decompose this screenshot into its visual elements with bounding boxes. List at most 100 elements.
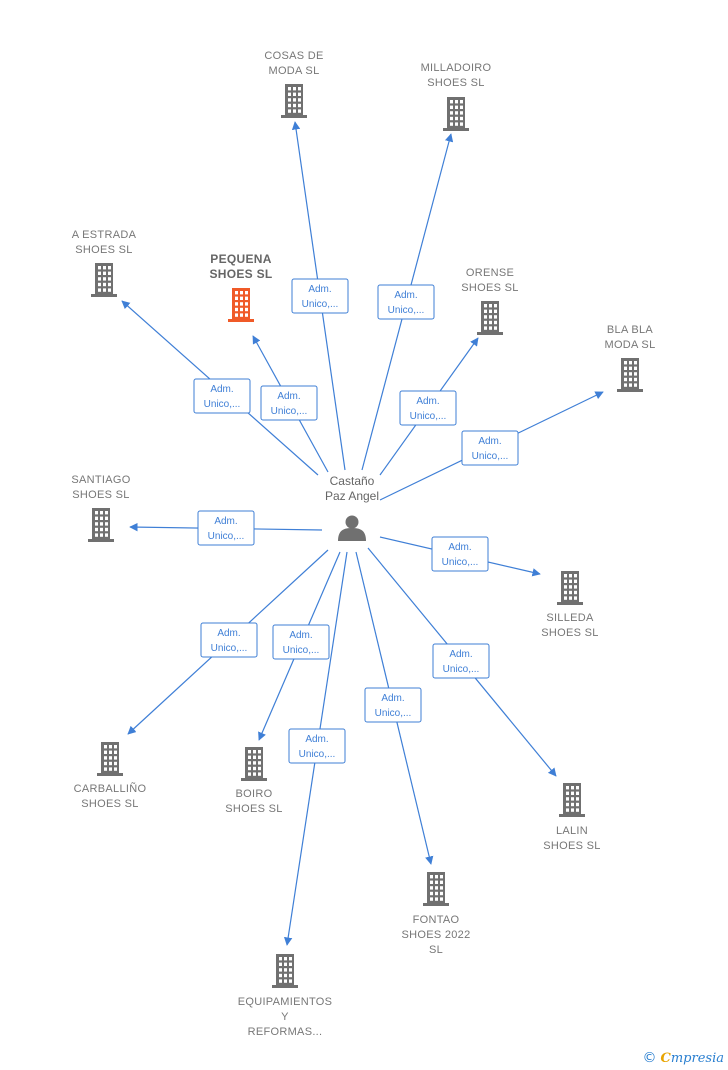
company-label-line: SHOES SL bbox=[541, 627, 598, 639]
company-label-line: SHOES SL bbox=[75, 244, 132, 256]
company-label-line: ORENSE bbox=[466, 267, 514, 279]
edge-label-milladoiro-shoes[interactable]: Adm. Unico,... bbox=[377, 284, 435, 320]
person-icon bbox=[338, 515, 366, 541]
edge-label-line: Unico,... bbox=[283, 645, 320, 656]
building-icon bbox=[557, 571, 583, 605]
center-node[interactable]: Castaño Paz Angel bbox=[325, 474, 379, 541]
edge-label-line: Unico,... bbox=[299, 749, 336, 760]
building-icon bbox=[559, 783, 585, 817]
company-node-cosas-de-moda[interactable]: COSAS DE MODA SL bbox=[264, 50, 323, 118]
company-node-silleda-shoes[interactable]: SILLEDA SHOES SL bbox=[541, 571, 598, 639]
edge-label-line: Unico,... bbox=[271, 406, 308, 417]
building-icon bbox=[88, 508, 114, 542]
edge-label-line: Adm. bbox=[305, 734, 328, 745]
edge-label-line: Adm. bbox=[289, 630, 312, 641]
building-icon bbox=[443, 97, 469, 131]
company-label-line: SHOES SL bbox=[72, 489, 129, 501]
edges-layer: Adm. Unico,... Adm. Unico,... Adm. Unico,... A… bbox=[121, 121, 604, 946]
company-node-equipamientos-reformas[interactable]: EQUIPAMIENTOS Y REFORMAS... bbox=[238, 954, 333, 1038]
company-label-line: SL bbox=[429, 944, 443, 956]
edge-label-line: Unico,... bbox=[211, 643, 248, 654]
copyright-symbol: © bbox=[642, 1050, 657, 1066]
edge-label-pequena-shoes[interactable]: Adm. Unico,... bbox=[260, 385, 318, 421]
edge-label-cosas-de-moda[interactable]: Adm.Unico,... bbox=[291, 278, 349, 314]
building-icon bbox=[477, 301, 503, 335]
company-label-line: COSAS DE bbox=[264, 50, 323, 62]
company-node-bla-bla-moda[interactable]: BLA BLA MODA SL bbox=[604, 324, 655, 392]
company-label-line: MILLADOIRO bbox=[421, 62, 492, 74]
company-label-line: SHOES SL bbox=[209, 267, 272, 281]
edge-label-fontao-shoes-2022[interactable]: Adm. Unico,... bbox=[364, 687, 422, 723]
edge-label-line: Unico,... bbox=[472, 451, 509, 462]
edge-label-line: Unico,... bbox=[208, 531, 245, 542]
edge-label-line: Adm. bbox=[277, 391, 300, 402]
edge-label-santiago-shoes[interactable]: Adm. Unico,... bbox=[197, 510, 255, 546]
company-label-line: FONTAO bbox=[413, 914, 460, 926]
company-label-line: SHOES SL bbox=[225, 803, 282, 815]
edge-label-line: Unico,... bbox=[302, 299, 339, 310]
edge-label-line: Adm. bbox=[217, 628, 240, 639]
edge-label-line: Adm. bbox=[449, 649, 472, 660]
brand-initial: C bbox=[660, 1050, 671, 1066]
edge-label-bla-bla-moda[interactable]: Adm. Unico,... bbox=[461, 430, 519, 466]
building-icon bbox=[423, 872, 449, 906]
edge-label-boiro-shoes[interactable]: Adm. Unico,... bbox=[272, 624, 330, 660]
edge-label-silleda-shoes[interactable]: Adm. Unico,... bbox=[431, 536, 489, 572]
edge-label-equipamientos-reformas[interactable]: Adm. Unico,... bbox=[288, 728, 346, 764]
edge-label-line: Unico,... bbox=[442, 557, 479, 568]
edge-label-line: Unico,... bbox=[410, 411, 447, 422]
company-label-line: BLA BLA bbox=[607, 324, 653, 336]
company-node-boiro-shoes[interactable]: BOIRO SHOES SL bbox=[225, 747, 282, 815]
company-label-line: REFORMAS... bbox=[248, 1026, 323, 1038]
edge-label-line: Unico,... bbox=[443, 664, 480, 675]
company-node-santiago-shoes[interactable]: SANTIAGO SHOES SL bbox=[71, 474, 130, 542]
edge-label-line: Unico,... bbox=[388, 305, 425, 316]
edge-label-orense-shoes[interactable]: Adm. Unico,... bbox=[399, 390, 457, 426]
company-label-line: A ESTRADA bbox=[72, 229, 137, 241]
building-icon bbox=[91, 263, 117, 297]
edge-label-line: Adm. bbox=[448, 542, 471, 553]
company-label-line: MODA SL bbox=[604, 339, 655, 351]
building-icon bbox=[228, 288, 254, 322]
company-label-line: BOIRO bbox=[236, 788, 273, 800]
company-label-line: Y bbox=[281, 1011, 289, 1023]
edge-label-line: Unico,... bbox=[375, 708, 412, 719]
edge-label-carballino-shoes[interactable]: Adm. Unico,... bbox=[200, 622, 258, 658]
company-node-a-estrada-shoes[interactable]: A ESTRADA SHOES SL bbox=[72, 229, 137, 297]
edge-label-line: Adm. bbox=[478, 436, 501, 447]
edge-label-lalin-shoes[interactable]: Adm. Unico,... bbox=[432, 643, 490, 679]
edge-label-line: Adm. bbox=[214, 516, 237, 527]
company-label-line: SILLEDA bbox=[546, 612, 594, 624]
center-name-line-1: Castaño bbox=[330, 474, 375, 488]
building-icon bbox=[272, 954, 298, 988]
company-label-line: CARBALLIÑO bbox=[74, 782, 147, 795]
company-node-orense-shoes[interactable]: ORENSE SHOES SL bbox=[461, 267, 518, 335]
building-icon bbox=[617, 358, 643, 392]
company-label-line: SHOES SL bbox=[427, 77, 484, 89]
edge-label-a-estrada-shoes[interactable]: Adm. Unico,... bbox=[193, 378, 251, 414]
edge-label-line: Adm. bbox=[210, 384, 233, 395]
brand-logo[interactable]: Cmpresia bbox=[661, 1051, 725, 1066]
building-icon bbox=[97, 742, 123, 776]
company-label-line: SANTIAGO bbox=[71, 474, 130, 486]
company-label-line: PEQUENA bbox=[210, 252, 271, 266]
building-icon bbox=[281, 84, 307, 118]
edge-label-line: Adm. bbox=[394, 290, 417, 301]
company-label-line: SHOES SL bbox=[461, 282, 518, 294]
footer-brand: © Cmpresia bbox=[643, 1050, 725, 1066]
edge-label-line: Unico,... bbox=[204, 399, 241, 410]
brand-name: mpresia bbox=[670, 1050, 724, 1066]
center-name-line-2: Paz Angel bbox=[325, 489, 379, 503]
edge-label-line: Adm. bbox=[381, 693, 404, 704]
company-node-milladoiro-shoes[interactable]: MILLADOIRO SHOES SL bbox=[421, 62, 492, 131]
edge-label-line: Adm. bbox=[416, 396, 439, 407]
company-label-line: EQUIPAMIENTOS bbox=[238, 996, 333, 1008]
company-label-line: SHOES 2022 bbox=[401, 929, 470, 941]
company-label-line: MODA SL bbox=[268, 65, 319, 77]
